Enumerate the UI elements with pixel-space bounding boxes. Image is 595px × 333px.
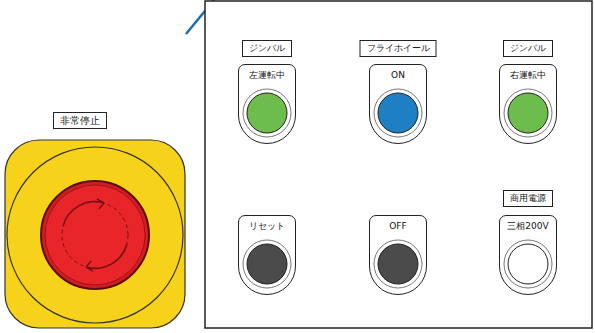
emergency-stop <box>5 140 185 328</box>
name-plate: ジンバル <box>503 40 553 57</box>
name-plate: ジンバル <box>242 40 292 57</box>
button-plate: OFF <box>369 215 427 295</box>
name-plate: 商用電源 <box>503 190 553 207</box>
push-button: フライホイール ON <box>353 40 443 146</box>
button-plate: リセット <box>238 215 296 295</box>
button-label: OFF <box>370 216 426 232</box>
button-lamp <box>370 235 426 293</box>
button-plate: 左運転中 <box>238 64 296 144</box>
button-lamp <box>500 84 556 142</box>
button-plate: ON <box>369 64 427 144</box>
name-plate: 非常停止 <box>53 112 107 129</box>
button-lamp <box>239 235 295 293</box>
button-label: 右運転中 <box>500 65 556 81</box>
button-lamp <box>239 84 295 142</box>
emergency-stop-button: 非常停止 <box>35 112 125 132</box>
button-plate: 右運転中 <box>499 64 557 144</box>
button-lamp <box>500 235 556 293</box>
button-label: 左運転中 <box>239 65 295 81</box>
push-button: ジンバル右運転中 <box>483 40 573 146</box>
button-label: 三相200V <box>500 216 556 232</box>
button-label: リセット <box>239 216 295 232</box>
button-label: ON <box>370 65 426 81</box>
control-panel <box>205 1 592 328</box>
button-plate: 三相200V <box>499 215 557 295</box>
name-plate: フライホイール <box>360 40 437 57</box>
button-lamp <box>370 84 426 142</box>
push-button: 商用電源三相200V <box>483 190 573 297</box>
push-button: OFF <box>353 190 443 297</box>
push-button: リセット <box>222 190 312 297</box>
push-button: ジンバル左運転中 <box>222 40 312 146</box>
